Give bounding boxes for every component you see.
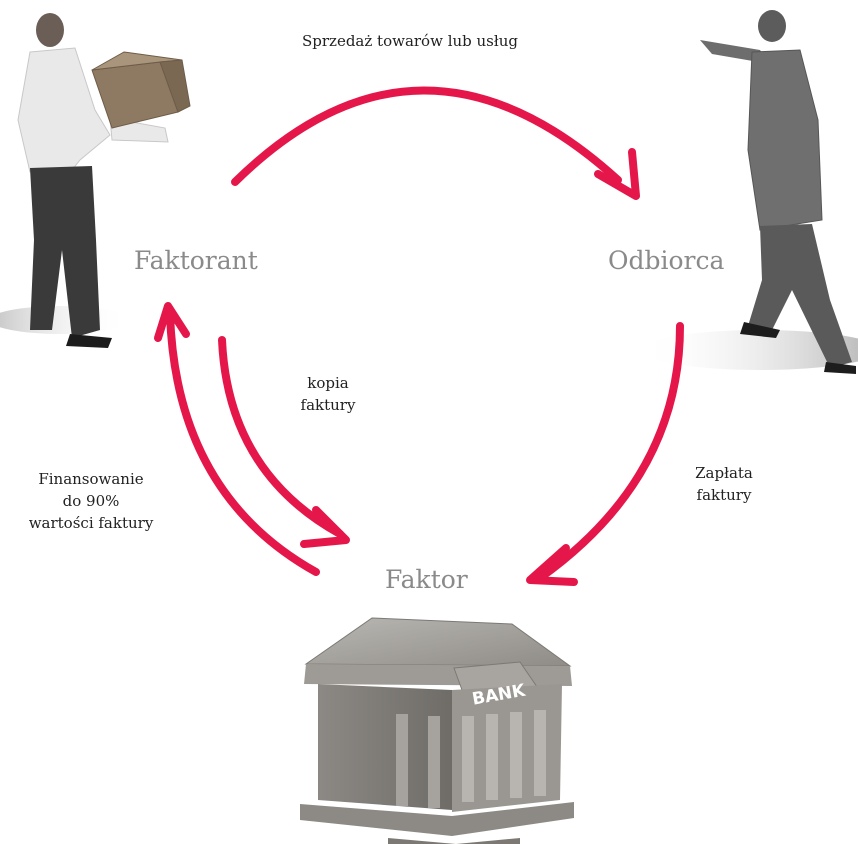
- bank-column: [396, 714, 408, 806]
- label-financing: Finansowanie do 90% wartości faktury: [6, 468, 176, 534]
- faktorant-head: [36, 13, 64, 47]
- faktorant-trousers: [30, 166, 100, 338]
- label-payment: Zapłata faktury: [684, 462, 764, 506]
- label-invoice-copy-line: kopia: [307, 374, 349, 392]
- faktorant-box-side: [159, 59, 191, 113]
- label-financing-line: Finansowanie: [38, 470, 144, 488]
- faktorant-figure: [0, 13, 191, 348]
- faktorant-shoe: [66, 334, 112, 348]
- odbiorca-shoe: [740, 322, 780, 338]
- sale-arrow-head: [594, 148, 640, 200]
- odbiorca-shoe-2: [824, 362, 856, 374]
- invoice-copy-arrow: [218, 336, 344, 538]
- payment-arrow-head: [526, 544, 578, 586]
- odbiorca-jacket: [747, 49, 823, 231]
- bank-base: [388, 838, 520, 844]
- label-financing-line: do 90%: [62, 492, 120, 510]
- financing-arrow: [166, 310, 320, 576]
- odbiorca-figure: [640, 10, 858, 374]
- bank-column: [510, 712, 522, 798]
- label-financing-line: wartości faktury: [28, 514, 154, 532]
- party-odbiorca: Odbiorca: [608, 246, 725, 275]
- party-faktor: Faktor: [385, 565, 468, 594]
- party-faktorant: Faktorant: [134, 246, 258, 275]
- invoice-copy-arrow-head: [300, 506, 350, 548]
- label-payment-line: Zapłata: [695, 464, 753, 482]
- bank-roof: [304, 617, 572, 667]
- bank-column: [534, 710, 546, 796]
- bank-building: BANK: [300, 617, 574, 844]
- label-invoice-copy: kopia faktury: [288, 372, 368, 416]
- bank-column: [486, 714, 498, 800]
- financing-arrow-head: [154, 302, 190, 342]
- bank-steps: [300, 802, 574, 836]
- label-invoice-copy-line: faktury: [300, 396, 356, 414]
- bank-left-wall: [318, 684, 452, 810]
- flow-arrows: [154, 86, 684, 586]
- odbiorca-trousers: [748, 224, 852, 368]
- payment-arrow: [536, 322, 684, 582]
- odbiorca-head: [758, 10, 786, 42]
- bank-column: [428, 716, 440, 808]
- faktorant-shirt: [17, 47, 111, 173]
- odbiorca-shadow: [640, 330, 858, 370]
- label-sale: Sprzedaż towarów lub usług: [302, 32, 519, 50]
- sale-arrow: [231, 86, 622, 186]
- bank-column: [462, 716, 474, 802]
- faktorant-shadow: [0, 306, 130, 334]
- label-payment-line: faktury: [696, 486, 752, 504]
